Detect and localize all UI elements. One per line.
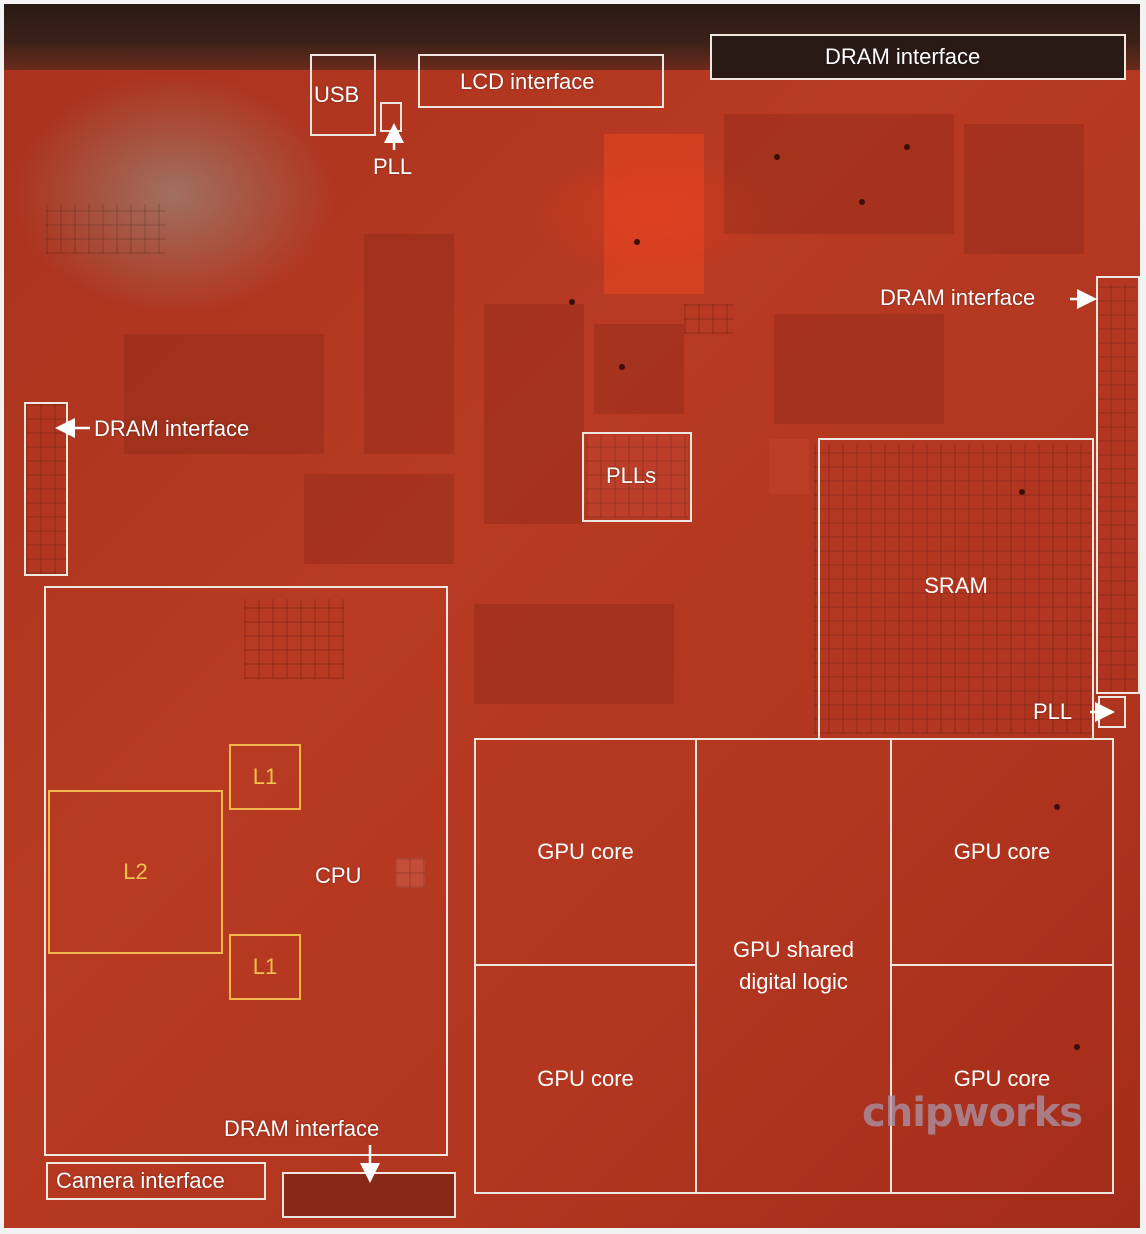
die-defect — [634, 239, 640, 245]
dram-pad-texture — [1096, 284, 1136, 694]
lcd-interface-label: LCD interface — [460, 69, 595, 94]
die-defect — [619, 364, 625, 370]
gpu-shared-line1: GPU shared — [732, 937, 855, 962]
die-block — [124, 334, 324, 454]
dram-interface-top-label: DRAM interface — [825, 44, 981, 69]
l2-cache-box — [48, 790, 223, 954]
die-defect — [1054, 804, 1060, 810]
die-block — [484, 304, 584, 524]
die-defect — [774, 154, 780, 160]
pll-right-label: PLL — [1033, 699, 1073, 724]
die-block — [604, 134, 704, 294]
cpu-label: CPU — [315, 863, 362, 888]
l1-cache-top-label: L1 — [252, 764, 278, 789]
l2-cache-label: L2 — [123, 859, 148, 884]
logic-texture — [684, 304, 734, 334]
die-defect — [859, 199, 865, 205]
logic-texture — [46, 204, 166, 254]
die-block — [474, 604, 674, 704]
usb-label: USB — [314, 82, 360, 107]
cpu-box — [44, 586, 448, 1156]
pll-top-label: PLL — [373, 154, 413, 179]
die-block — [304, 474, 454, 564]
dram-interface-right-box — [1096, 276, 1140, 694]
usb-box — [310, 54, 376, 136]
gpu-core-top-left-label: GPU core — [537, 839, 634, 864]
plls-box — [582, 432, 692, 522]
die-block — [594, 324, 684, 414]
die-block — [364, 234, 454, 454]
die-photo — [4, 4, 1140, 1228]
chipworks-watermark: chipworks — [862, 1090, 1083, 1136]
dram-interface-left-label: DRAM interface — [94, 416, 250, 441]
gpu-shared-logic-label: GPU shared digital logic — [695, 934, 892, 998]
dram-interface-left-box — [24, 402, 68, 576]
logic-texture — [244, 599, 344, 679]
dram-interface-bottom-label: DRAM interface — [224, 1116, 380, 1141]
cpu-logic-texture — [395, 858, 425, 888]
camera-interface-box — [46, 1162, 266, 1200]
die-defect — [1074, 1044, 1080, 1050]
gpu-core-top-right-label: GPU core — [953, 839, 1051, 864]
die-defect — [1019, 489, 1025, 495]
die-defect — [569, 299, 575, 305]
plls-texture — [586, 436, 688, 518]
gpu-core-bottom-right-label: GPU core — [953, 1066, 1051, 1091]
plls-label: PLLs — [606, 463, 657, 488]
die-block — [724, 114, 954, 234]
dram-interface-right-label: DRAM interface — [880, 285, 1036, 310]
l1-cache-bottom-box — [229, 934, 301, 1000]
die-defect — [904, 144, 910, 150]
die-block — [769, 439, 809, 494]
lcd-interface-box — [418, 54, 664, 108]
dram-interface-top-box — [710, 34, 1126, 80]
l1-cache-top-box — [229, 744, 301, 810]
die-block — [774, 314, 944, 424]
die-block — [964, 124, 1084, 254]
camera-interface-label: Camera interface — [56, 1168, 225, 1193]
sram-label: SRAM — [924, 573, 988, 598]
l1-cache-bottom-label: L1 — [252, 954, 278, 979]
gpu-core-bottom-right-box — [890, 964, 1114, 1194]
gpu-core-bottom-left-label: GPU core — [537, 1066, 634, 1091]
sram-array-texture — [814, 444, 1092, 734]
gpu-shared-line2: digital logic — [739, 969, 848, 994]
